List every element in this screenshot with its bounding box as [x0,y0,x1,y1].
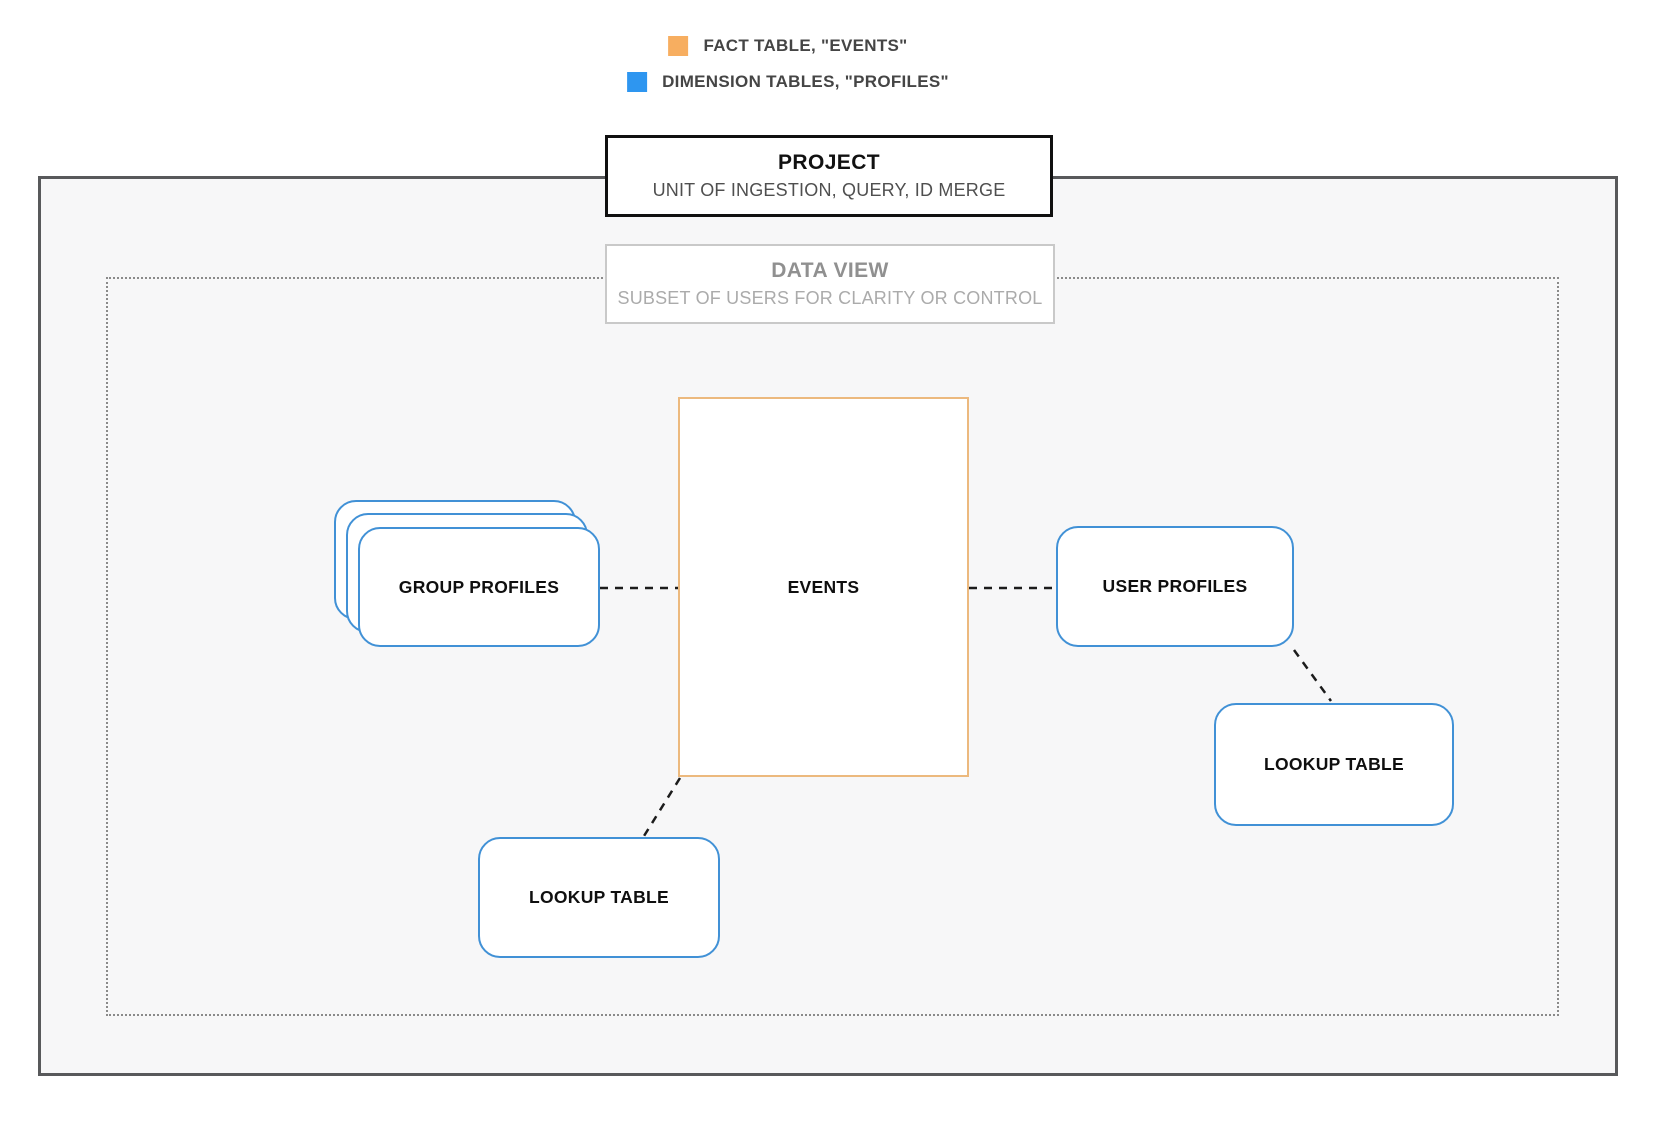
legend-label-dimension-tables: DIMENSION TABLES, "PROFILES" [662,72,949,91]
node-lookup-table-right: LOOKUP TABLE [1214,703,1454,826]
dimension-tables-swatch-icon [627,72,648,92]
node-events-label: EVENTS [787,576,860,597]
legend-label-fact-table: FACT TABLE, "EVENTS" [703,36,908,55]
node-group-profiles: GROUP PROFILES [358,527,600,647]
project-header-box: PROJECT UNIT OF INGESTION, QUERY, ID MER… [605,135,1053,217]
project-title: PROJECT [778,151,880,174]
project-subtitle: UNIT OF INGESTION, QUERY, ID MERGE [652,180,1006,200]
node-lookup-table-right-label: LOOKUP TABLE [1263,754,1405,774]
node-user-profiles-label: USER PROFILES [1102,576,1248,596]
node-user-profiles: USER PROFILES [1056,526,1294,647]
node-group-profiles-label: GROUP PROFILES [398,576,560,597]
data-view-header-box: DATA VIEW SUBSET OF USERS FOR CLARITY OR… [605,244,1055,324]
node-lookup-table-left: LOOKUP TABLE [478,837,720,958]
legend: FACT TABLE, "EVENTS" DIMENSION TABLES, "… [627,36,949,92]
legend-item-fact-table: FACT TABLE, "EVENTS" [668,36,907,56]
legend-item-dimension-tables: DIMENSION TABLES, "PROFILES" [627,72,949,92]
data-view-subtitle: SUBSET OF USERS FOR CLARITY OR CONTROL [617,288,1043,308]
fact-table-swatch-icon [668,36,689,56]
node-events: EVENTS [678,397,969,777]
node-lookup-table-left-label: LOOKUP TABLE [528,887,670,907]
data-view-title: DATA VIEW [771,259,889,282]
